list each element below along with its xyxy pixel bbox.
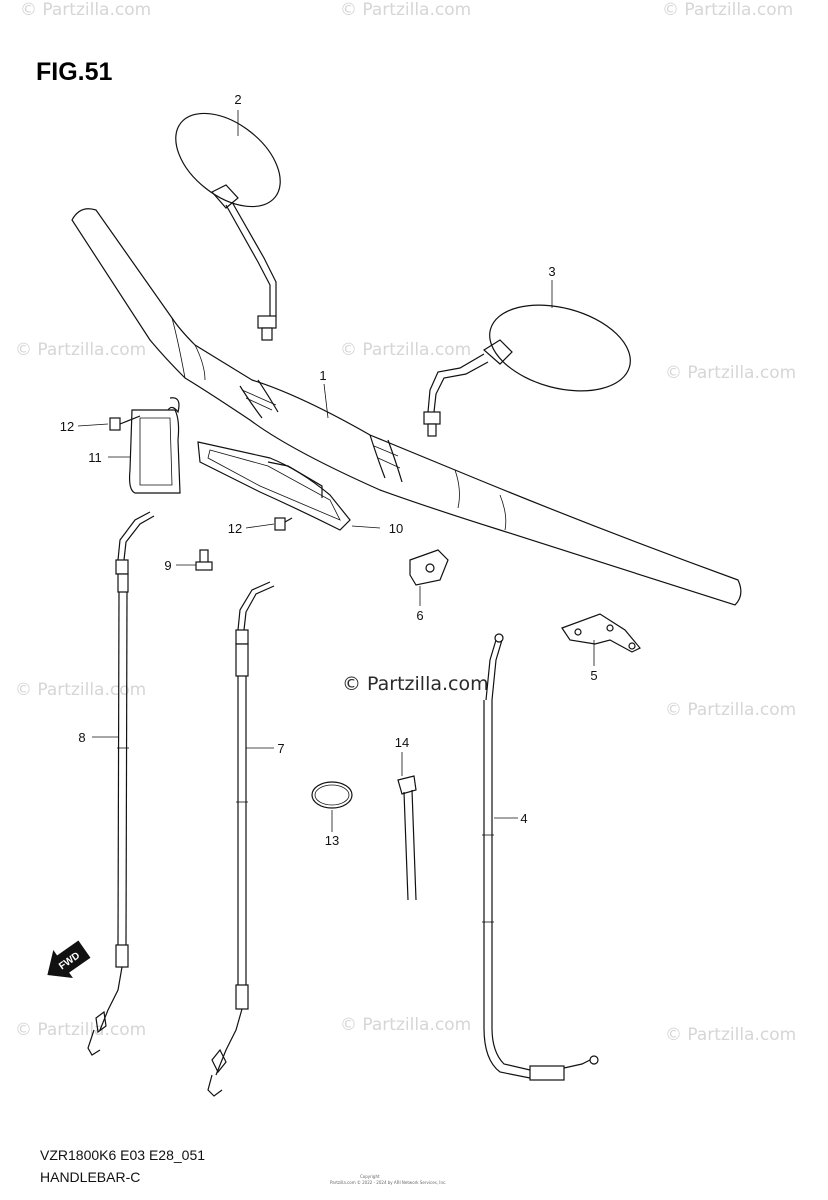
plate-11-drawing	[128, 397, 181, 494]
part-number[interactable]: 10	[389, 521, 403, 536]
screw-12-upper	[109, 415, 141, 431]
watermark: © Partzilla.com	[15, 340, 146, 360]
figure-subtitle: HANDLEBAR-C	[40, 1169, 140, 1185]
watermark: © Partzilla.com	[340, 340, 471, 360]
watermark: © Partzilla.com	[662, 0, 793, 20]
part-number[interactable]: 5	[590, 668, 597, 683]
watermarks: © Partzilla.com © Partzilla.com © Partzi…	[15, 0, 796, 1045]
cable-4-drawing	[482, 633, 599, 1081]
watermark-center: © Partzilla.com	[342, 673, 489, 695]
part-number[interactable]: 14	[395, 735, 409, 750]
watermark: © Partzilla.com	[15, 680, 146, 700]
part-number[interactable]: 13	[325, 833, 339, 848]
plate-10-drawing	[197, 441, 351, 531]
cable-8-drawing	[87, 511, 155, 1056]
part-number[interactable]: 9	[164, 558, 171, 573]
part-numbers: 2 3 1 12 11 12 10 9 6 5 8 7 14 4 13	[60, 92, 598, 848]
model-code: VZR1800K6 E03 E28_051	[40, 1147, 205, 1163]
watermark: © Partzilla.com	[340, 1015, 471, 1035]
part-number[interactable]: 6	[416, 608, 423, 623]
leader-lines	[77, 110, 595, 832]
tie-14-drawing	[397, 775, 417, 901]
part-number[interactable]: 3	[548, 264, 555, 279]
part-number[interactable]: 2	[234, 92, 241, 107]
part-number[interactable]: 11	[88, 450, 102, 465]
watermark: © Partzilla.com	[665, 1025, 796, 1045]
part-number[interactable]: 12	[228, 521, 242, 536]
figure-title: FIG.51	[36, 58, 113, 86]
part-number[interactable]: 4	[520, 811, 527, 826]
cable-7-drawing	[207, 581, 275, 1097]
watermark: © Partzilla.com	[20, 0, 151, 20]
clamp-6-drawing	[409, 549, 449, 586]
part-number[interactable]: 7	[277, 741, 284, 756]
copyright-note: Copyright	[360, 1174, 380, 1179]
o-ring-13-drawing	[311, 781, 353, 809]
watermark: © Partzilla.com	[340, 0, 471, 20]
bracket-5-drawing	[561, 613, 641, 653]
fwd-arrow: FWD	[47, 940, 91, 979]
part-number[interactable]: 1	[319, 368, 326, 383]
watermark: © Partzilla.com	[665, 700, 796, 720]
watermark: © Partzilla.com	[15, 1020, 146, 1040]
mirror-right-drawing	[423, 304, 631, 437]
part-number[interactable]: 12	[60, 419, 74, 434]
part-number[interactable]: 8	[78, 730, 85, 745]
handlebar-drawing	[71, 208, 742, 606]
mirror-left-drawing	[175, 112, 281, 341]
copyright-note: Partzilla.com © 2022 - 2024 by ARI Netwo…	[330, 1180, 446, 1185]
bolt-9-drawing	[195, 549, 213, 571]
screw-12-lower	[274, 517, 293, 531]
watermark: © Partzilla.com	[665, 363, 796, 383]
